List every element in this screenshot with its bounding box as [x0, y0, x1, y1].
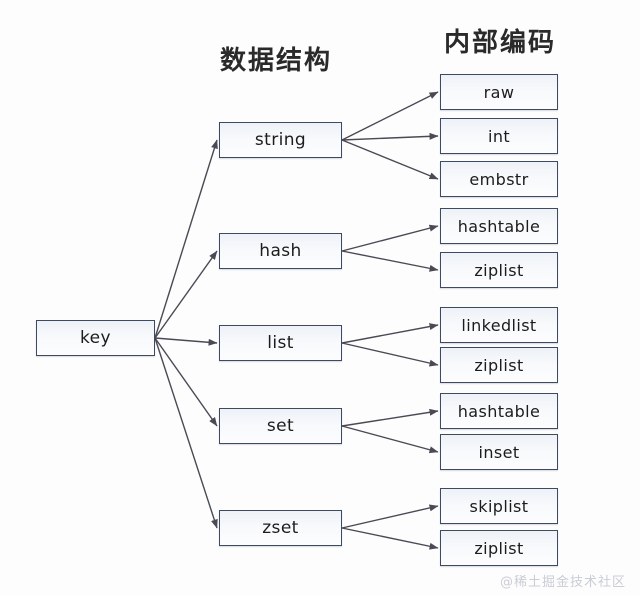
node-encoding-linkedlist[interactable]: linkedlist: [440, 307, 558, 343]
heading-internal-encoding: 内部编码: [443, 28, 556, 58]
edge-set-to-inset: [341, 425, 439, 454]
node-encoding-hashtable[interactable]: hashtable: [440, 208, 558, 244]
node-label: ziplist: [474, 355, 524, 375]
edge-string-to-int: [341, 132, 439, 141]
node-label: skiplist: [469, 496, 529, 516]
node-structure-hash[interactable]: hash: [219, 233, 342, 269]
edge-set-to-hashtable: [341, 408, 439, 427]
node-structure-list[interactable]: list: [219, 325, 342, 361]
node-label: string: [254, 130, 307, 150]
node-label: int: [487, 126, 511, 146]
node-root-key[interactable]: key: [36, 320, 155, 356]
edge-zset-to-skiplist: [341, 504, 439, 529]
node-label: raw: [483, 82, 515, 102]
node-label: inset: [478, 442, 520, 462]
edge-key-to-string: [154, 139, 218, 339]
node-encoding-hashtable[interactable]: hashtable: [440, 393, 558, 429]
node-encoding-skiplist[interactable]: skiplist: [440, 488, 558, 524]
edge-key-to-set: [154, 337, 218, 427]
node-encoding-ziplist[interactable]: ziplist: [440, 347, 558, 383]
edge-zset-to-ziplist: [341, 527, 439, 550]
node-encoding-int[interactable]: int: [440, 118, 558, 154]
edge-key-to-hash: [154, 250, 218, 339]
node-encoding-raw[interactable]: raw: [440, 74, 558, 110]
edge-key-to-zset: [154, 337, 218, 529]
node-label: set: [266, 416, 295, 436]
node-structure-string[interactable]: string: [219, 122, 342, 158]
edge-string-to-raw: [341, 91, 439, 141]
node-encoding-embstr[interactable]: embstr: [440, 161, 558, 197]
node-structure-zset[interactable]: zset: [219, 510, 342, 546]
node-label: key: [80, 328, 111, 348]
node-encoding-inset[interactable]: inset: [440, 434, 558, 470]
node-label: embstr: [469, 169, 529, 189]
edge-hash-to-ziplist: [341, 250, 439, 272]
edge-string-to-embstr: [341, 139, 439, 180]
edge-hash-to-hashtable: [341, 224, 439, 252]
node-encoding-ziplist[interactable]: ziplist: [440, 530, 558, 566]
node-encoding-ziplist[interactable]: ziplist: [440, 252, 558, 288]
edge-list-to-ziplist: [341, 342, 439, 367]
node-label: zset: [262, 518, 299, 538]
edge-list-to-linkedlist: [341, 323, 439, 344]
node-label: ziplist: [474, 260, 524, 280]
watermark: @稀土掘金技术社区: [499, 575, 626, 590]
heading-data-structure: 数据结构: [219, 46, 332, 76]
node-label: hashtable: [457, 401, 541, 421]
node-label: list: [267, 333, 294, 353]
node-label: hash: [259, 241, 302, 261]
node-label: linkedlist: [461, 315, 537, 335]
edge-lines: [154, 91, 439, 550]
node-label: ziplist: [474, 538, 524, 558]
node-label: hashtable: [457, 216, 541, 236]
edge-key-to-list: [154, 337, 218, 346]
node-structure-set[interactable]: set: [219, 408, 342, 444]
